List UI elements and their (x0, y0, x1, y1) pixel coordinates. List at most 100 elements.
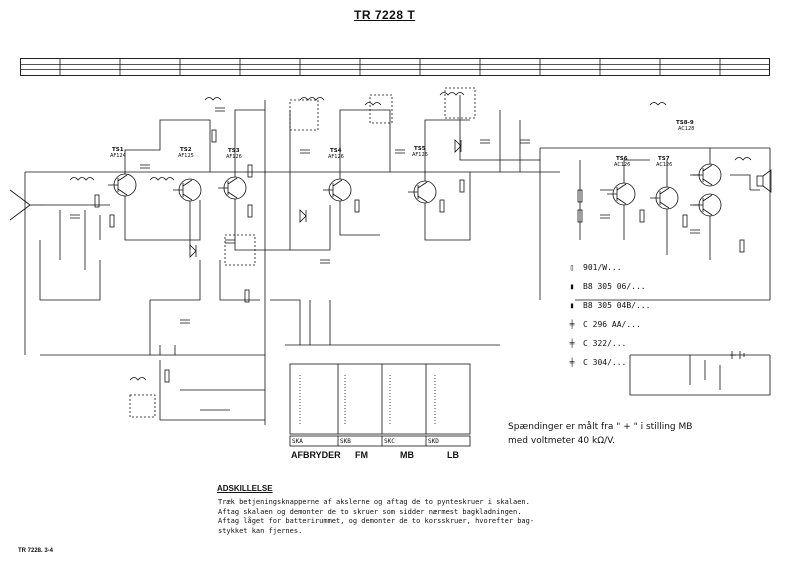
capacitor-icon (520, 139, 530, 144)
resistor-icon (247, 204, 253, 218)
scale-row (21, 64, 769, 70)
disassembly-heading: ADSKILLELSE (217, 484, 273, 493)
if-transformer-icon (369, 94, 393, 124)
ts6-label: TS6 (616, 156, 628, 162)
resistor-icon (109, 214, 115, 228)
disassembly-line: Aftag låget for batterirummet, og demont… (218, 517, 535, 525)
ts6-type: AC126 (614, 162, 630, 168)
ts2-type: AF125 (178, 153, 194, 159)
if-transformer-icon (289, 99, 319, 131)
switch-label-fm: FM (355, 450, 368, 460)
legend-item: ▮B8 305 06/... (567, 277, 650, 296)
loudspeaker-icon (756, 169, 772, 193)
coil-icon (299, 97, 325, 101)
oscillator-coil-icon (129, 394, 156, 418)
capacitor-icon (225, 239, 235, 244)
diode-icon (299, 209, 307, 223)
resistor-variant-icon: ▮ (569, 301, 575, 310)
resistor-icon (247, 164, 253, 178)
if-transformer-icon (444, 87, 476, 119)
component-position-scale (20, 58, 770, 76)
disassembly-line: stykket kan fjernes. (218, 526, 303, 535)
switch-key: SKD (428, 438, 439, 445)
legend-item: ▯901/W... (567, 258, 650, 277)
coil-icon (734, 157, 752, 161)
waveband-switch-panel (289, 363, 471, 435)
resistor-icon (639, 209, 645, 223)
switch-key: SKB (340, 438, 351, 445)
capacitor-icon (180, 319, 190, 324)
disassembly-line: Aftag skalaen og demonter de to skruer s… (218, 507, 522, 516)
ts4-label: TS4 (330, 148, 342, 154)
switch-key: SKC (384, 438, 395, 445)
capacitor-icon (600, 214, 610, 219)
resistor-icon (577, 189, 583, 203)
capacitor-icon: ╪ (569, 339, 575, 348)
resistor-variant-icon: ▮ (569, 282, 575, 291)
voltage-note: Spændinger er målt fra " + " i stilling … (508, 420, 692, 448)
antenna-icon (9, 189, 45, 221)
capacitor-icon (395, 149, 405, 154)
switch-key-strip (289, 435, 471, 447)
ts4-type: AF126 (328, 154, 344, 160)
resistor-icon (244, 289, 250, 303)
coil-icon (149, 177, 175, 181)
resistor-icon (577, 209, 583, 223)
ts1-type: AF124 (110, 153, 126, 159)
legend-item: ╪C 322/... (567, 334, 650, 353)
ts5-label: TS5 (414, 146, 426, 152)
legend-item: ╪C 296 AA/... (567, 315, 650, 334)
ts2-label: TS2 (180, 147, 192, 153)
resistor-icon (211, 129, 217, 143)
ts3-label: TS3 (228, 148, 240, 154)
resistor-icon: ▯ (569, 263, 575, 272)
ts7-label: TS7 (658, 156, 670, 162)
coil-icon (364, 102, 382, 106)
capacitor-icon (215, 107, 225, 112)
resistor-icon (164, 369, 170, 383)
legend-item: ▮B8 305 04B/... (567, 296, 651, 315)
resistor-icon (739, 239, 745, 253)
resistor-icon (94, 194, 100, 208)
resistor-icon (682, 214, 688, 228)
diode-icon (189, 244, 197, 258)
coil-icon (129, 377, 147, 381)
switch-label-mb: MB (400, 450, 414, 460)
disassembly-line: Træk betjeningsknapperne af akslerne og … (218, 498, 530, 506)
capacitor-icon (480, 139, 490, 144)
switch-key: SKA (292, 438, 303, 445)
switch-label-afbryder: AFBRYDER (291, 450, 341, 460)
capacitor-icon (320, 259, 330, 264)
resistor-icon (354, 199, 360, 213)
scale-ticks (59, 58, 721, 75)
capacitor-icon (140, 164, 150, 169)
switch-key-row: SKA SKB SKC SKD (290, 437, 470, 447)
diode-icon (454, 139, 462, 153)
disassembly-text: Træk betjeningsknapperne af akslerne og … (218, 498, 578, 536)
ts8-9-label: TS8-9 (676, 120, 694, 126)
voltage-note-line: med voltmeter 40 kΩ/V. (508, 436, 615, 446)
ts5-type: AF126 (412, 152, 428, 158)
capacitor-icon (690, 229, 700, 234)
legend-item: ╪C 304/... (567, 353, 650, 372)
resistor-icon (439, 199, 445, 213)
coil-icon (649, 102, 667, 106)
capacitor-icon: ╪ (569, 358, 575, 367)
ts3-type: AF126 (226, 154, 242, 160)
coil-icon (69, 177, 95, 181)
coil-icon (439, 92, 465, 96)
ts7-type: AC126 (656, 162, 672, 168)
ts8-9-type: AC128 (678, 126, 694, 132)
voltage-note-line: Spændinger er målt fra " + " i stilling … (508, 422, 693, 432)
tuning-capacitor-icon (224, 234, 256, 266)
component-legend: ▯901/W... ▮B8 305 06/... ▮B8 305 04B/...… (567, 258, 651, 372)
resistor-icon (459, 179, 465, 193)
battery-icon (629, 351, 771, 396)
coil-icon (204, 97, 222, 101)
page-title: TR 7228 T (354, 8, 416, 22)
scale-row (21, 59, 769, 65)
capacitor-icon (70, 214, 80, 219)
document-reference: TR 7228. 3-4 (18, 548, 54, 554)
